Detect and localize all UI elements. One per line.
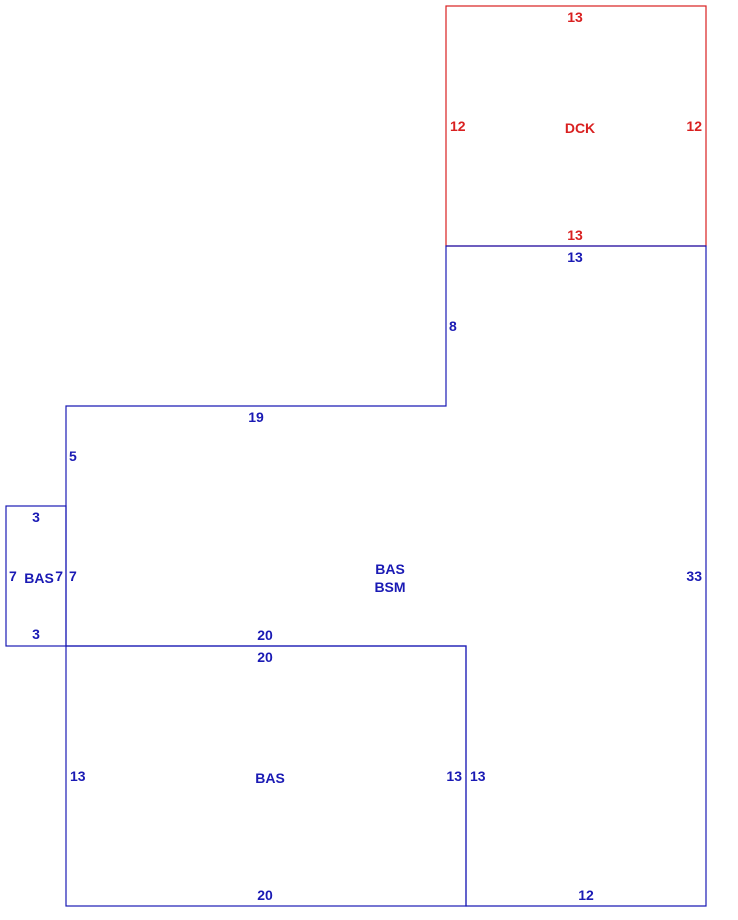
- main-top-left-dimension: 19: [248, 409, 264, 425]
- front-right-dimension: 13: [446, 768, 462, 784]
- bump-bottom-dimension: 3: [32, 626, 40, 642]
- main-basement-label: BSM: [374, 579, 405, 595]
- main-front-right-dimension: 13: [470, 768, 486, 784]
- bump-left-dimension: 7: [9, 568, 17, 584]
- front-top-dimension: 20: [257, 649, 273, 665]
- deck-right-dimension: 12: [686, 118, 702, 134]
- front-area-label: BAS: [255, 770, 285, 786]
- main-bottom-right-dimension: 12: [578, 887, 594, 903]
- main-right-dimension: 33: [686, 568, 702, 584]
- bump-right-dimension: 7: [55, 568, 63, 584]
- deck-left-dimension: 12: [450, 118, 466, 134]
- front-bottom-dimension: 20: [257, 887, 273, 903]
- main-area-label: BAS: [375, 561, 405, 577]
- deck-top-dimension: 13: [567, 9, 583, 25]
- main-notch-dimension: 8: [449, 318, 457, 334]
- main-left-bump-dimension: 7: [69, 568, 77, 584]
- bump-area-label: BAS: [24, 570, 54, 586]
- deck-area-label: DCK: [565, 120, 595, 136]
- front-room-outline: [65, 645, 467, 907]
- deck-bottom-dimension: 13: [567, 227, 583, 243]
- main-front-top-dimension: 20: [257, 627, 273, 643]
- side-bump-outline: [5, 505, 67, 647]
- front-left-dimension: 13: [70, 768, 86, 784]
- main-left-upper-dimension: 5: [69, 448, 77, 464]
- bump-top-dimension: 3: [32, 509, 40, 525]
- main-top-right-dimension: 13: [567, 249, 583, 265]
